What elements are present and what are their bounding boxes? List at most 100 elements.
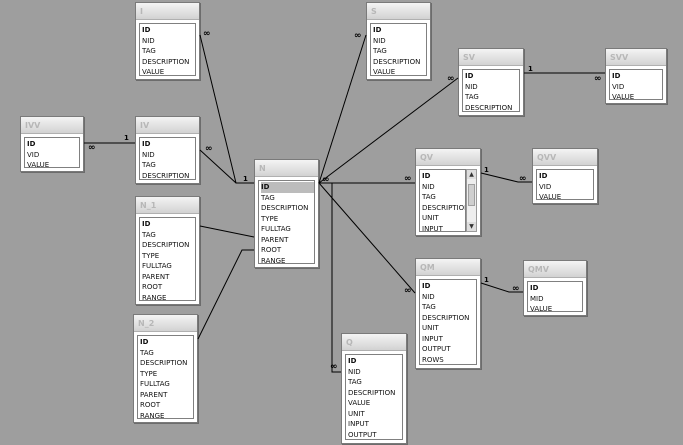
field-description[interactable]: DESCRIPTION xyxy=(142,57,190,66)
field-unit[interactable]: UNIT xyxy=(422,324,439,332)
table-title[interactable]: QV xyxy=(416,149,480,166)
table-title[interactable]: QMV xyxy=(524,261,586,278)
field-input[interactable]: INPUT xyxy=(348,420,369,428)
vertical-scrollbar[interactable]: ▲▼ xyxy=(466,169,477,232)
field-id[interactable]: ID xyxy=(142,140,151,148)
field-nid[interactable]: NID xyxy=(422,292,435,301)
table-title[interactable]: S xyxy=(367,3,430,20)
field-description[interactable]: DESCRIPTION xyxy=(261,204,309,212)
field-root[interactable]: ROOT xyxy=(142,283,163,291)
field-nid[interactable]: NID xyxy=(373,36,386,45)
field-id[interactable]: ID xyxy=(422,282,431,290)
field-tag[interactable]: TAG xyxy=(142,230,156,239)
field-id[interactable]: ID xyxy=(422,172,431,180)
field-nid[interactable]: NID xyxy=(142,36,155,45)
field-id[interactable]: ID xyxy=(612,72,621,80)
table-title[interactable]: I xyxy=(136,3,199,20)
field-tag[interactable]: TAG xyxy=(261,193,275,202)
field-description[interactable]: DESCRIPTION xyxy=(142,241,190,249)
field-range[interactable]: RANGE xyxy=(140,411,165,419)
field-description[interactable]: DESCRIPTION xyxy=(422,203,466,212)
field-vid[interactable]: VID xyxy=(27,150,40,159)
field-type[interactable]: TYPE xyxy=(140,369,158,378)
field-tag[interactable]: TAG xyxy=(142,161,156,169)
table-svv[interactable]: SVV ID VID VALUE xyxy=(605,48,667,104)
table-title[interactable]: SV xyxy=(459,49,523,66)
field-parent[interactable]: PARENT xyxy=(142,272,170,281)
field-id[interactable]: ID xyxy=(261,182,314,193)
field-tag[interactable]: TAG xyxy=(373,47,387,55)
field-id[interactable]: ID xyxy=(373,26,382,34)
field-list[interactable]: ID NID TAG DESCRIPTION VALUE xyxy=(139,23,196,76)
field-id[interactable]: ID xyxy=(140,338,149,346)
field-value[interactable]: VALUE xyxy=(373,68,396,76)
field-list[interactable]: ID MID VALUE xyxy=(527,281,583,312)
field-tag[interactable]: TAG xyxy=(142,47,156,55)
table-title[interactable]: IV xyxy=(136,117,199,134)
table-title[interactable]: SVV xyxy=(606,49,666,66)
field-type[interactable]: TYPE xyxy=(261,214,279,223)
field-root[interactable]: ROOT xyxy=(140,401,161,409)
field-list[interactable]: ID NID TAG DESCRIPTION VALUE xyxy=(370,23,427,76)
field-value[interactable]: VALUE xyxy=(530,305,553,312)
field-value[interactable]: VALUE xyxy=(612,93,635,100)
table-title[interactable]: IVV xyxy=(21,117,83,134)
field-output[interactable]: OUTPUT xyxy=(348,430,377,439)
table-title[interactable]: Q xyxy=(342,334,406,351)
field-description[interactable]: DESCRIPTION xyxy=(373,57,421,66)
field-list[interactable]: ID VID VALUE xyxy=(609,69,663,100)
field-nid[interactable]: NID xyxy=(465,82,478,91)
field-value[interactable]: VALUE xyxy=(348,399,371,407)
field-id[interactable]: ID xyxy=(142,26,151,34)
field-id[interactable]: ID xyxy=(142,220,151,228)
field-description[interactable]: DESCRIPTION xyxy=(348,388,396,397)
field-input[interactable]: INPUT xyxy=(422,224,443,232)
field-description[interactable]: DESCRIPTION xyxy=(140,359,188,367)
field-fulltag[interactable]: FULLTAG xyxy=(140,380,170,388)
table-i[interactable]: I ID NID TAG DESCRIPTION VALUE xyxy=(135,2,200,80)
table-title[interactable]: N_2 xyxy=(134,315,197,332)
scroll-up-arrow-icon[interactable]: ▲ xyxy=(467,170,476,179)
field-fulltag[interactable]: FULLTAG xyxy=(261,225,291,233)
field-rows[interactable]: ROWS xyxy=(422,355,444,364)
field-id[interactable]: ID xyxy=(530,284,539,292)
field-tag[interactable]: TAG xyxy=(422,303,436,311)
field-tag[interactable]: TAG xyxy=(140,348,154,357)
field-output[interactable]: OUTPUT xyxy=(422,345,451,353)
field-range[interactable]: RANGE xyxy=(142,293,167,301)
field-fulltag[interactable]: FULLTAG xyxy=(142,262,172,270)
field-value[interactable]: VALUE xyxy=(142,68,165,76)
field-nid[interactable]: NID xyxy=(422,182,435,191)
field-root[interactable]: ROOT xyxy=(261,246,282,254)
field-tag[interactable]: TAG xyxy=(348,378,362,386)
field-vid[interactable]: VID xyxy=(612,82,625,91)
table-title[interactable]: QM xyxy=(416,259,480,276)
field-mid[interactable]: MID xyxy=(530,294,544,303)
field-nid[interactable]: NID xyxy=(348,367,361,376)
field-tag[interactable]: TAG xyxy=(465,93,479,101)
field-range[interactable]: RANGE xyxy=(261,256,286,264)
field-parent[interactable]: PARENT xyxy=(261,235,289,244)
field-description[interactable]: DESCRIPTION xyxy=(422,313,470,322)
field-nid[interactable]: NID xyxy=(142,150,155,159)
field-id[interactable]: ID xyxy=(465,72,474,80)
field-id[interactable]: ID xyxy=(27,140,36,148)
